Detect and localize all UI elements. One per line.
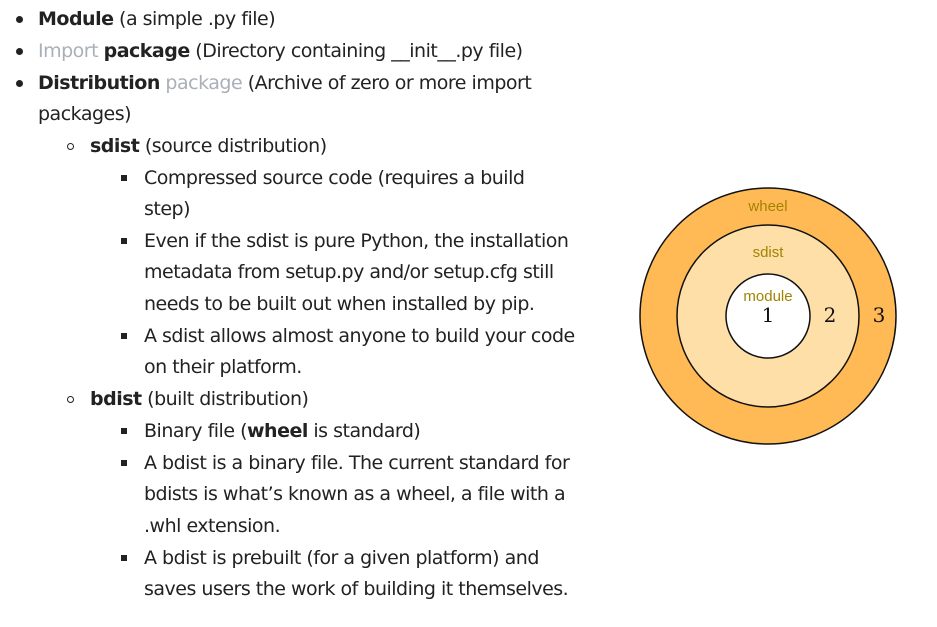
distribution-desc: (Archive of zero or more import	[247, 72, 532, 94]
nesting-circles-svg: wheel sdist module 1 2 3	[639, 187, 897, 445]
bdist-item-line: A bdist is prebuilt (for a given platfor…	[144, 547, 539, 569]
bullet-disc	[16, 48, 23, 55]
bullet-square	[121, 460, 127, 466]
bullet-disc	[16, 80, 23, 87]
sdist-item-line: A sdist allows almost anyone to build yo…	[144, 325, 575, 347]
bdist-item-line: saves users the work of building it them…	[144, 578, 569, 600]
module-circle	[725, 273, 811, 359]
sdist-item-line: step)	[144, 198, 191, 220]
list-item-sdist: sdist (source distribution)	[90, 132, 327, 160]
bullet-square	[121, 555, 127, 561]
bdist-item-line: A bdist is a binary file. The current st…	[144, 452, 570, 474]
bullet-square	[121, 175, 127, 181]
package-nesting-diagram: wheel sdist module 1 2 3	[630, 180, 910, 460]
import-package-desc: (Directory containing __init__.py file)	[195, 40, 523, 62]
distribution-term: Distribution	[38, 72, 160, 94]
sdist-desc: (source distribution)	[144, 135, 327, 157]
list-item-bdist: bdist (built distribution)	[90, 385, 309, 413]
bdist-term: bdist	[90, 388, 142, 410]
bdist-item-text: Binary file (	[144, 420, 247, 442]
bullet-square	[121, 238, 127, 244]
wheel-label: wheel	[747, 198, 787, 215]
bdist-item-line: bdists is what’s known as a wheel, a fil…	[144, 483, 566, 505]
sdist-term: sdist	[90, 135, 140, 157]
list-item-distribution-package: Distribution package (Archive of zero or…	[38, 69, 532, 97]
module-term: Module	[38, 8, 114, 30]
sdist-item-line: Compressed source code (requires a build	[144, 167, 525, 189]
sdist-number: 2	[824, 303, 837, 327]
bdist-desc: (built distribution)	[147, 388, 309, 410]
distribution-desc-continued: packages)	[38, 103, 132, 125]
import-link[interactable]: Import	[38, 40, 99, 62]
sdist-item-line: needs to be built out when installed by …	[144, 293, 535, 315]
import-package-term: package	[103, 40, 191, 62]
bullet-disc	[16, 16, 23, 23]
sdist-item-line: metadata from setup.py and/or setup.cfg …	[144, 261, 554, 283]
list-item-import-package: Import package (Directory containing __i…	[38, 37, 523, 65]
bullet-square	[121, 333, 127, 339]
wheel-number: 3	[873, 303, 886, 327]
bdist-item-line: .whl extension.	[144, 515, 281, 537]
bullet-circle	[67, 396, 74, 403]
bullet-circle	[67, 143, 74, 150]
sdist-item-line: Even if the sdist is pure Python, the in…	[144, 230, 569, 252]
bdist-item-binary: Binary file (wheel is standard)	[144, 417, 421, 445]
bullet-square	[121, 428, 127, 434]
sdist-label: sdist	[753, 244, 785, 261]
wheel-term: wheel	[246, 420, 308, 442]
bdist-item-text: is standard)	[307, 420, 421, 442]
package-link[interactable]: package	[165, 72, 243, 94]
list-item-module: Module (a simple .py file)	[38, 5, 276, 33]
module-label: module	[743, 288, 792, 305]
module-number: 1	[762, 303, 775, 327]
module-desc: (a simple .py file)	[119, 8, 276, 30]
sdist-item-line: on their platform.	[144, 356, 302, 378]
